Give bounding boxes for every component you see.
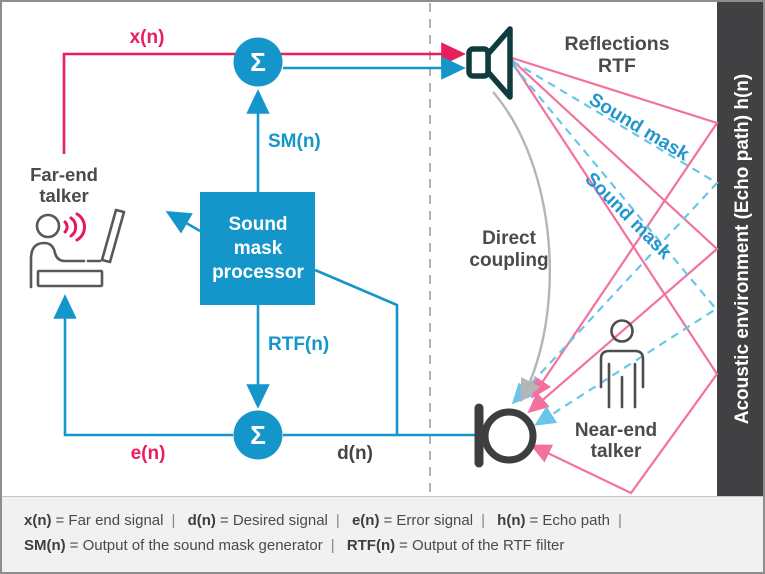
- legend-separator: |: [330, 537, 335, 554]
- processor-box: [200, 192, 315, 305]
- sm-signal-label: SM(n): [268, 131, 321, 152]
- sum-node-top: Σ: [233, 37, 283, 87]
- legend-term: SM(n): [24, 537, 66, 554]
- acoustic-wall: [717, 2, 763, 496]
- direct-coupling-label-line1: Direct: [482, 228, 537, 249]
- sound-mask-paths: [511, 60, 719, 426]
- near-end-talker-label-line2: talker: [591, 441, 642, 462]
- sound-mask-label-2: Sound mask: [581, 169, 676, 264]
- legend-separator: |: [617, 512, 622, 529]
- legend-line-2: SM(n)= Output of the sound mask generato…: [24, 533, 755, 558]
- x-signal-label: x(n): [130, 27, 165, 48]
- legend-separator: |: [481, 512, 485, 529]
- near-end-talker-label-line1: Near-end: [575, 420, 657, 441]
- legend-definition: = Error signal: [383, 512, 474, 529]
- x-signal-path: [62, 42, 466, 154]
- processor-label-line3: processor: [212, 262, 304, 283]
- diagram-canvas: Acoustic environment (Echo path) h(n): [29, 2, 763, 496]
- legend-term: d(n): [187, 512, 216, 529]
- processor-label-line2: mask: [234, 238, 283, 259]
- processor-tap-line: [314, 268, 399, 435]
- legend-separator: |: [171, 512, 176, 529]
- legend-definition: = Desired signal: [219, 512, 328, 529]
- far-end-talker-label-line1: Far-end: [30, 164, 98, 185]
- reflection-path-2: [511, 59, 719, 414]
- legend-line-1: x(n)= Far end signal | d(n)= Desired sign…: [24, 508, 755, 533]
- processor-label-line1: Sound: [228, 214, 287, 235]
- speaker-icon: [466, 26, 513, 100]
- legend-term: RTF(n): [346, 537, 396, 554]
- legend-definition: = Output of the RTF filter: [399, 537, 565, 554]
- reflections-label-line2: RTF: [598, 55, 636, 77]
- legend-term: e(n): [351, 512, 380, 529]
- near-end-talker-icon standing-person-icon: [599, 319, 645, 409]
- sigma-symbol: Σ: [250, 47, 266, 77]
- legend-separator: |: [335, 512, 340, 529]
- legend-term: x(n): [24, 512, 52, 529]
- far-end-talker-label-line2: talker: [39, 185, 88, 206]
- reflection-path-1: [511, 56, 719, 399]
- sound-mask-processor-block: Sound mask processor: [200, 192, 315, 305]
- sigma-symbol: Σ: [250, 420, 266, 450]
- e-signal-label: e(n): [131, 443, 166, 464]
- rtf-signal-label: RTF(n): [268, 334, 329, 355]
- rtf-reflection-paths: [511, 56, 719, 495]
- legend-term: h(n): [497, 512, 526, 529]
- sound-mask-label-1: Sound mask: [585, 89, 693, 165]
- legend-definition: = Output of the sound mask generator: [69, 537, 323, 554]
- microphone-icon: [474, 403, 537, 468]
- sound-waves-icon: [63, 212, 87, 242]
- direct-coupling-path: [492, 91, 551, 403]
- reflection-path-3: [511, 61, 719, 495]
- sound-mask-path-1: [511, 60, 719, 405]
- sum-circle: [233, 410, 283, 460]
- e-signal-path: [53, 294, 233, 437]
- legend-definition: = Echo path: [529, 512, 610, 529]
- direct-coupling-label-line2: coupling: [469, 250, 548, 271]
- d-signal-label: d(n): [337, 443, 373, 464]
- sum-circle: [233, 37, 283, 87]
- reflections-label-line1: Reflections: [564, 33, 669, 55]
- acoustic-wall-label: Acoustic environment (Echo path) h(n): [732, 74, 753, 424]
- blue-signal-lines: [53, 56, 477, 437]
- legend-definition: = Far end signal: [55, 512, 164, 529]
- sum-node-bottom: Σ: [233, 410, 283, 460]
- far-end-talker-icon person-at-desk-icon: [29, 208, 126, 289]
- legend: x(n)= Far end signal | d(n)= Desired sign…: [2, 496, 763, 572]
- processor-to-farend-arrow: [165, 211, 201, 234]
